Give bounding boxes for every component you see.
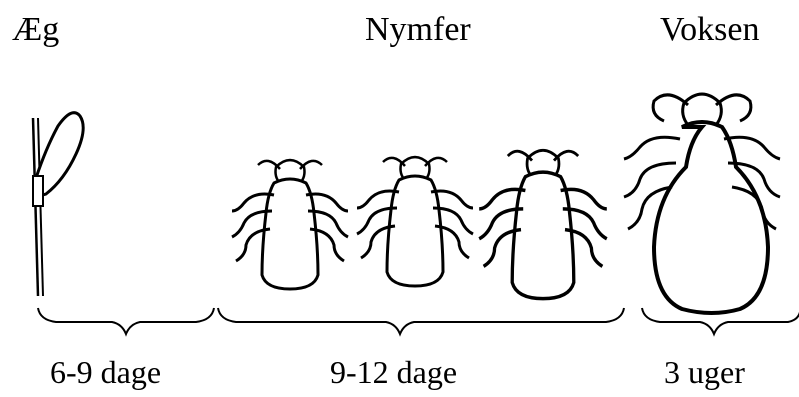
nymph-illustration-2 [357, 157, 473, 286]
duration-adult: 3 uger [664, 352, 745, 392]
brace-egg [38, 308, 214, 334]
brace-nymphs [218, 308, 624, 334]
duration-egg: 6-9 dage [50, 352, 161, 392]
nymph-illustration-3 [479, 150, 607, 298]
egg-illustration [33, 113, 83, 296]
nymph-illustration-1 [232, 160, 348, 289]
duration-nymphs: 9-12 dage [330, 352, 457, 392]
adult-louse-illustration [624, 94, 780, 313]
